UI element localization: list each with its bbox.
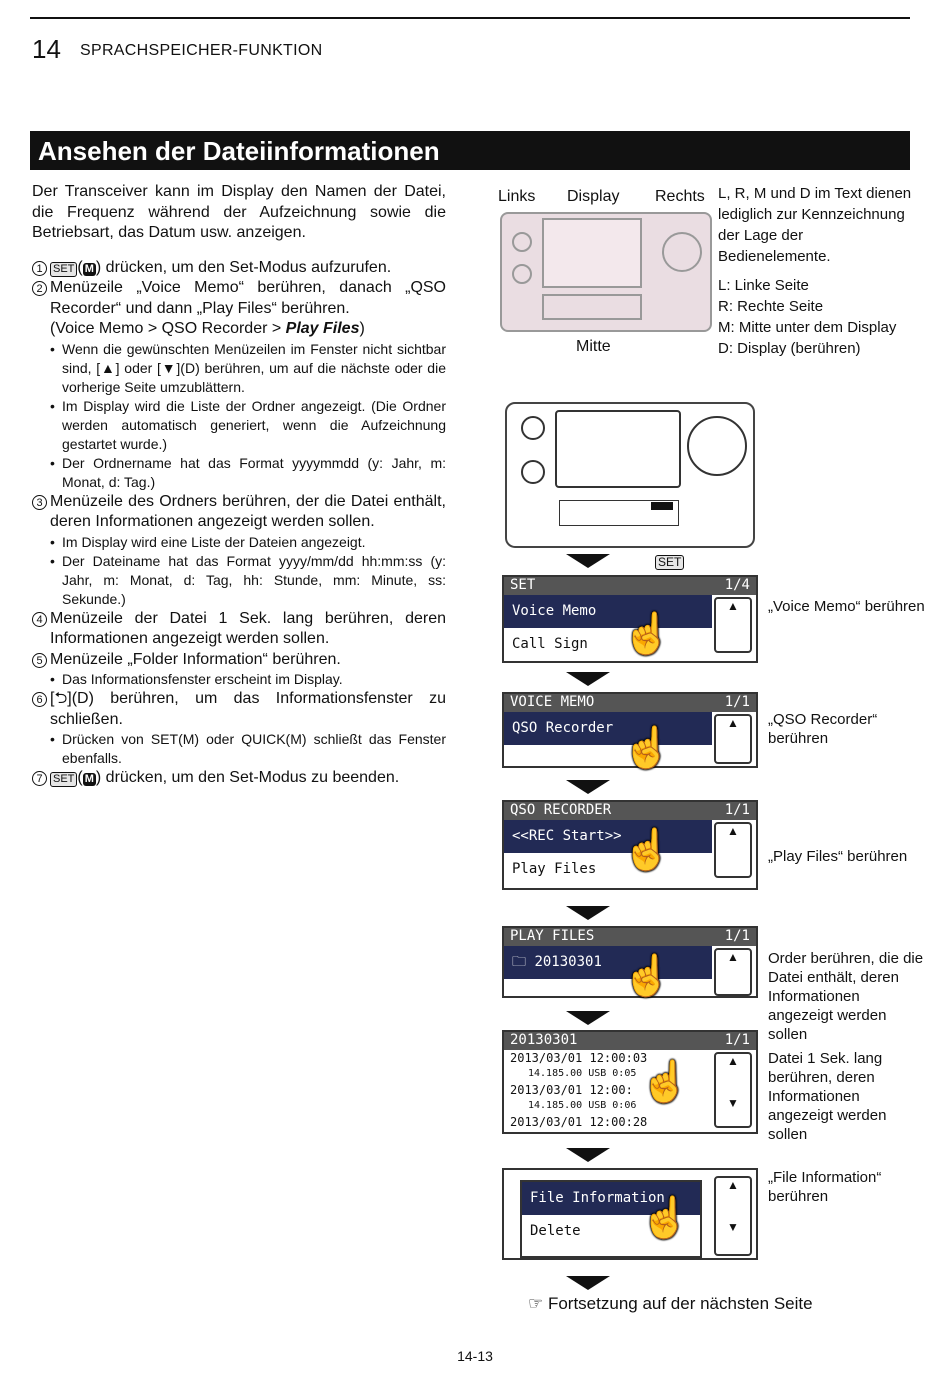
legend-item: L: Linke Seite bbox=[718, 277, 809, 294]
page-number: 14-13 bbox=[457, 1348, 493, 1364]
caption: Order berühren, die die Datei enthält, d… bbox=[768, 950, 924, 1043]
legend-item: M: Mitte unter dem Display bbox=[718, 319, 897, 336]
section-title: Ansehen der Dateiinformationen bbox=[30, 131, 910, 170]
bullet: Der Dateiname hat das Format yyyy/mm/dd … bbox=[62, 552, 446, 607]
legend: L, R, M und D im Text dienen lediglich z… bbox=[718, 183, 918, 359]
down-arrow-icon bbox=[566, 1011, 610, 1025]
instructions: Der Transceiver kann im Display den Name… bbox=[32, 182, 446, 789]
set-key: SET bbox=[655, 555, 685, 570]
header-rule bbox=[30, 17, 910, 19]
down-arrow-icon bbox=[566, 1148, 610, 1162]
label-links: Links bbox=[498, 188, 536, 205]
step-5: 5 Menüzeile „Folder Information“ berühre… bbox=[32, 650, 446, 671]
scroll-up-button[interactable]: ▲ bbox=[714, 948, 752, 996]
label-display: Display bbox=[567, 188, 620, 205]
scroll-up-button[interactable]: ▲▼ bbox=[714, 1176, 752, 1256]
chapter-title: SPRACHSPEICHER-FUNKTION bbox=[80, 42, 323, 59]
caption: „Voice Memo“ berühren bbox=[768, 598, 925, 615]
scroll-up-button[interactable]: ▲ bbox=[714, 714, 752, 764]
label-mitte: Mitte bbox=[576, 338, 611, 355]
file-item[interactable]: 2013/03/01 12:00:28 bbox=[510, 1115, 648, 1129]
down-arrow-icon bbox=[566, 780, 610, 794]
down-arrow-icon bbox=[566, 672, 610, 686]
radio-diagram-small bbox=[500, 212, 712, 332]
continuation-note: ☞ Fortsetzung auf der nächsten Seite bbox=[528, 1294, 813, 1313]
hand-pointer-icon: ☝ bbox=[622, 828, 672, 872]
menu-item-file-information[interactable]: File Information bbox=[522, 1182, 700, 1215]
menu-item-voice-memo[interactable]: Voice Memo bbox=[504, 595, 712, 628]
caption: „File Information“ berühren bbox=[768, 1169, 882, 1205]
hand-pointer-icon: ☝ bbox=[640, 1060, 690, 1104]
down-arrow-icon bbox=[566, 906, 610, 920]
step-6: 6 [⮌](D) berühren, um das Informationsfe… bbox=[32, 689, 446, 730]
caption: „QSO Recorder“ berühren bbox=[768, 711, 878, 747]
legend-intro: L, R, M und D im Text dienen lediglich z… bbox=[718, 185, 912, 265]
bullet: Im Display wird eine Liste der Dateien a… bbox=[62, 533, 366, 550]
file-item[interactable]: 2013/03/01 12:00:03 bbox=[510, 1051, 648, 1065]
hand-pointer-icon: ☝ bbox=[622, 726, 672, 770]
menu-item-qso-recorder[interactable]: QSO Recorder bbox=[504, 712, 712, 745]
down-arrow-icon bbox=[566, 554, 610, 568]
step-3: 3 Menüzeile des Ordners berühren, der di… bbox=[32, 492, 446, 533]
step-7: 7 SET(M) drücken, um den Set-Modus zu be… bbox=[32, 768, 446, 789]
step-4: 4 Menüzeile der Datei 1 Sek. lang berühr… bbox=[32, 609, 446, 650]
legend-item: R: Rechte Seite bbox=[718, 298, 824, 315]
legend-item: D: Display (berühren) bbox=[718, 340, 861, 357]
menu-item-call-sign[interactable]: Call Sign bbox=[512, 636, 588, 652]
menu-item-delete[interactable]: Delete bbox=[530, 1223, 581, 1239]
caption: „Play Files“ berühren bbox=[768, 848, 908, 865]
step-2: 2 Menüzeile „Voice Memo“ berühren, danac… bbox=[32, 278, 446, 340]
file-info: 14.185.00 USB 0:05 bbox=[528, 1068, 637, 1079]
menu-item-play-files[interactable]: Play Files bbox=[512, 861, 597, 877]
caption: Datei 1 Sek. lang berühren, deren Inform… bbox=[768, 1050, 887, 1143]
bullet: Der Ordnername hat das Format yyyymmdd (… bbox=[62, 454, 446, 490]
step-1: 1 SET(M) drücken, um den Set-Modus aufzu… bbox=[32, 258, 446, 279]
down-arrow-icon bbox=[566, 1276, 610, 1290]
bullet: Das Informationsfenster erscheint im Dis… bbox=[62, 671, 343, 687]
bullet: Im Display wird die Liste der Ordner ang… bbox=[62, 397, 446, 452]
bullet: Wenn die gewünschten Menüzeilen im Fenst… bbox=[62, 340, 446, 395]
label-rechts: Rechts bbox=[655, 188, 705, 205]
screen-file-menu: File Information Delete ▲▼ bbox=[502, 1168, 758, 1260]
file-item[interactable]: 2013/03/01 12:00: bbox=[510, 1083, 633, 1097]
hand-pointer-icon: ☝ bbox=[622, 954, 672, 998]
radio-diagram-large bbox=[505, 402, 755, 548]
set-key: SET bbox=[50, 261, 78, 277]
hand-pointer-icon: ☝ bbox=[622, 612, 672, 656]
hand-pointer-icon: ☝ bbox=[640, 1196, 690, 1240]
folder-item[interactable]: 🗀 20130301 bbox=[504, 946, 712, 979]
file-info: 14.185.00 USB 0:06 bbox=[528, 1100, 637, 1111]
intro-text: Der Transceiver kann im Display den Name… bbox=[32, 183, 446, 241]
scroll-up-button[interactable]: ▲ bbox=[714, 597, 752, 653]
chapter-number: 14 bbox=[32, 34, 61, 64]
scroll-up-button[interactable]: ▲▼ bbox=[714, 1052, 752, 1128]
scroll-up-button[interactable]: ▲ bbox=[714, 822, 752, 878]
menu-item-rec-start[interactable]: <<REC Start>> bbox=[504, 820, 712, 853]
bullet: Drücken von SET(M) oder QUICK(M) schließ… bbox=[62, 731, 446, 766]
